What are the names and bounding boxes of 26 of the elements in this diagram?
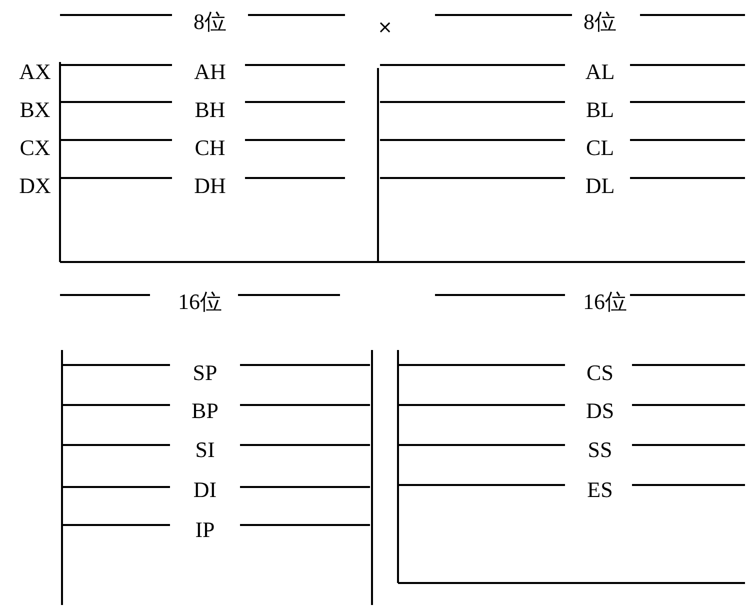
- register-name: ES: [587, 479, 613, 501]
- register-name: DH: [194, 175, 226, 197]
- bit-width-label: 8位: [194, 11, 226, 33]
- multiply-sign: ×: [377, 19, 393, 37]
- register-name: SS: [588, 439, 612, 461]
- bit-width-label: 16位: [178, 291, 222, 313]
- register-name: BP: [192, 400, 218, 422]
- register-name: DL: [585, 175, 615, 197]
- register-name: DI: [193, 479, 217, 501]
- register-name: BL: [586, 99, 614, 121]
- register-name: SP: [192, 362, 218, 384]
- register-name: CL: [586, 137, 614, 159]
- bit-width-label: 16位: [583, 291, 627, 313]
- register-name: SI: [195, 439, 215, 461]
- register-name: CH: [194, 137, 226, 159]
- register-name: CS: [586, 362, 614, 384]
- register-name: AL: [585, 61, 615, 83]
- bit-width-label: 8位: [584, 11, 616, 33]
- register-name: BH: [194, 99, 226, 121]
- register-name: AX: [19, 61, 51, 83]
- register-name: BX: [20, 99, 50, 121]
- register-name: AH: [194, 61, 226, 83]
- register-name: IP: [195, 519, 215, 541]
- register-name: DX: [19, 175, 51, 197]
- register-name: DS: [586, 400, 614, 422]
- register-name: CX: [20, 137, 50, 159]
